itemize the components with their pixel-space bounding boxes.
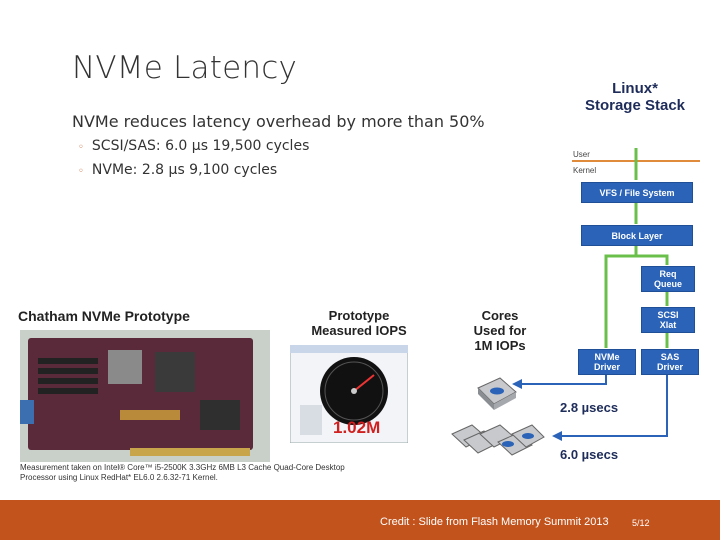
iops-header-line1: Prototype: [328, 308, 390, 323]
nvme-arrowhead: [512, 379, 522, 389]
slide-title: NVMe Latency: [72, 50, 298, 86]
nvme-driver-line1: NVMe: [594, 352, 620, 362]
stack-title-line1: Linux*: [612, 80, 658, 97]
req-queue-line2: Queue: [653, 279, 682, 289]
scsi-xlat-box: SCSI Xlat: [641, 307, 695, 333]
footnote-line1: Measurement taken on Intel® Core™ i5-250…: [20, 463, 345, 472]
req-queue-box: Req Queue: [641, 266, 695, 292]
iops-gauge-image: [290, 345, 408, 443]
footer-bar: [0, 500, 720, 540]
sas-driver-line1: SAS: [660, 352, 680, 362]
prototype-board-image: [20, 330, 270, 462]
page-number: 5/12: [632, 518, 650, 528]
nvme-latency-arrow: [520, 372, 607, 385]
bullet-scsi-text: SCSI/SAS: 6.0 µs 19,500 cycles: [91, 138, 310, 154]
sas-latency: 6.0 µsecs: [560, 447, 619, 462]
bullet-nvme-text: NVMe: 2.8 µs 9,100 cycles: [91, 162, 278, 178]
cpu-single-image: [477, 377, 517, 410]
bullet-nvme: ◦ NVMe: 2.8 µs 9,100 cycles: [78, 162, 277, 178]
cores-header: Cores Used for 1M IOPs: [460, 308, 540, 353]
flow-line-block-split: [634, 245, 669, 265]
iops-header-line2: Measured IOPS: [311, 323, 407, 338]
nvme-driver-line2: Driver: [593, 362, 620, 372]
iops-value: 1.02M: [333, 418, 381, 437]
sas-driver-box: SAS Driver: [641, 349, 699, 375]
stack-title: Linux* Storage Stack: [575, 80, 695, 114]
vfs-box: VFS / File System: [581, 182, 693, 203]
sas-driver-line2: Driver: [656, 362, 683, 372]
prototype-title: Chatham NVMe Prototype: [18, 308, 190, 324]
cores-header-line3: 1M IOPs: [474, 338, 526, 353]
bullet-marker: ◦: [78, 166, 84, 177]
cores-header-line2: Used for: [473, 323, 527, 338]
lead-text: NVMe reduces latency overhead by more th…: [72, 112, 485, 131]
cpu-quad-image: [451, 424, 545, 456]
sas-latency-arrow: [560, 372, 668, 437]
bullet-scsi: ◦ SCSI/SAS: 6.0 µs 19,500 cycles: [78, 138, 309, 154]
measurement-footnote: Measurement taken on Intel® Core™ i5-250…: [20, 463, 345, 483]
scsi-xlat-line2: Xlat: [659, 320, 677, 330]
nvme-latency: 2.8 µsecs: [560, 400, 619, 415]
req-queue-line1: Req: [659, 269, 677, 279]
iops-header: Prototype Measured IOPS: [296, 308, 422, 338]
footnote-line2: Processor using Linux RedHat* EL6.0 2.6.…: [20, 473, 218, 482]
flow-line-block-nvme: [604, 254, 636, 348]
scsi-xlat-line1: SCSI: [657, 310, 679, 320]
user-label: User: [573, 150, 590, 159]
nvme-driver-box: NVMe Driver: [578, 349, 636, 375]
cores-header-line1: Cores: [481, 308, 519, 323]
sas-arrowhead: [552, 431, 562, 441]
block-layer-box: Block Layer: [581, 225, 693, 246]
bullet-marker: ◦: [78, 142, 84, 153]
kernel-label: Kernel: [573, 166, 597, 175]
credit-text: Credit : Slide from Flash Memory Summit …: [380, 516, 609, 528]
stack-title-line2: Storage Stack: [584, 97, 686, 114]
